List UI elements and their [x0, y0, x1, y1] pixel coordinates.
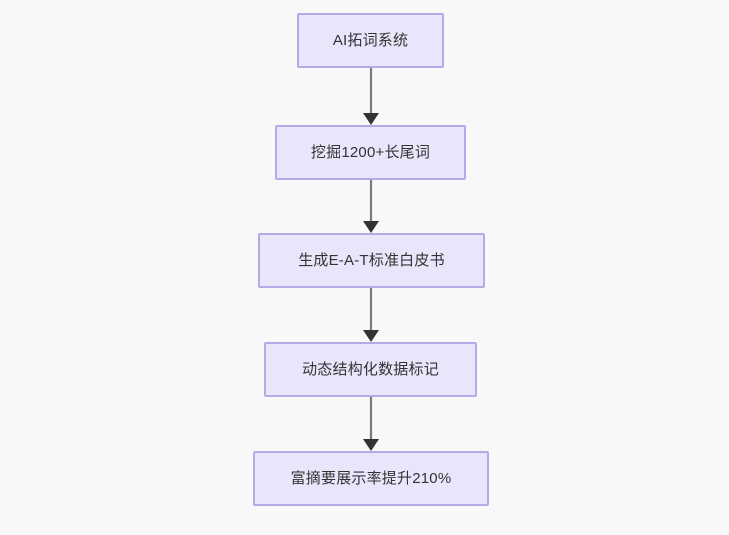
flowchart-node-label: 挖掘1200+长尾词 [310, 143, 431, 161]
edge-n2-n3 [363, 180, 379, 233]
edge-n4-n5 [363, 397, 379, 451]
flowchart-node-label: 动态结构化数据标记 [302, 360, 439, 378]
flowchart-node-label: AI拓词系统 [332, 31, 409, 49]
flowchart-node-ai-keyword-system[interactable]: AI拓词系统 [297, 13, 444, 68]
flowchart-node-label: 生成E-A-T标准白皮书 [298, 251, 445, 269]
edge-n1-n2 [363, 68, 379, 125]
flowchart-node-eat-whitepaper[interactable]: 生成E-A-T标准白皮书 [258, 233, 485, 288]
flowchart-node-rich-snippet-result[interactable]: 富摘要展示率提升210% [253, 451, 489, 506]
arrowhead-icon-n4-n5 [363, 439, 379, 451]
arrowhead-icon-n2-n3 [363, 221, 379, 233]
arrowhead-icon-n1-n2 [363, 113, 379, 125]
flowchart-node-longtail-mining[interactable]: 挖掘1200+长尾词 [275, 125, 466, 180]
arrowhead-icon-n3-n4 [363, 330, 379, 342]
flowchart-node-label: 富摘要展示率提升210% [290, 469, 452, 487]
edge-n3-n4 [363, 288, 379, 342]
flowchart-node-structured-data-markup[interactable]: 动态结构化数据标记 [264, 342, 477, 397]
